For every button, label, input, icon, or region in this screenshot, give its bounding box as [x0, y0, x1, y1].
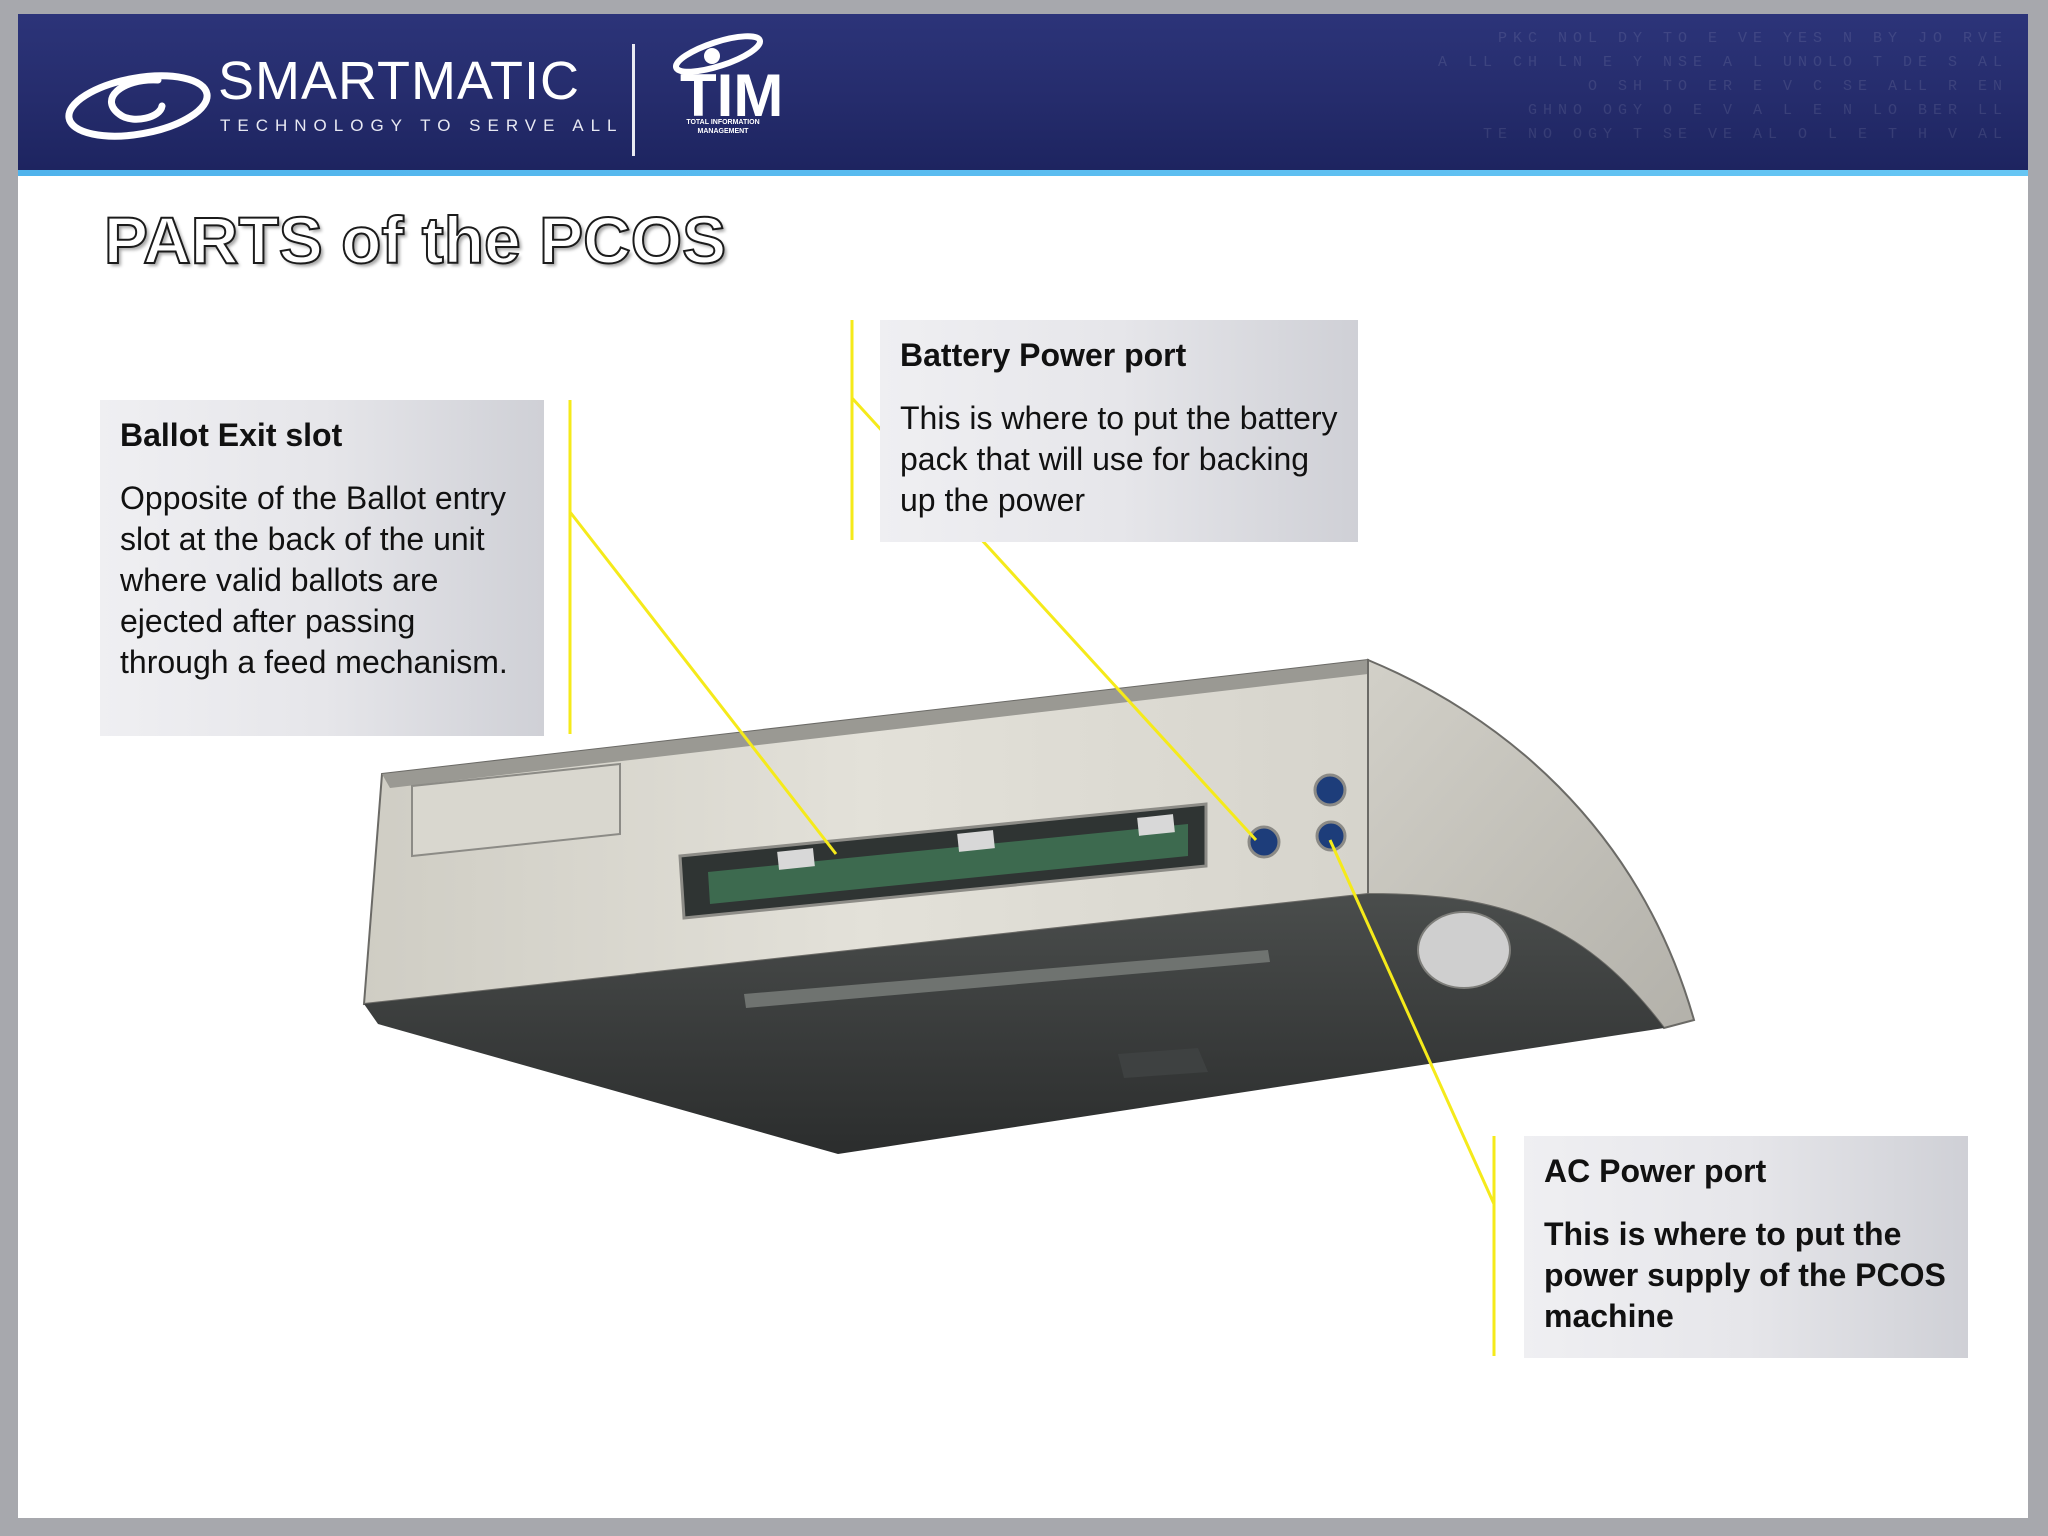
- callout-body: This is where to put the power supply of…: [1544, 1216, 1946, 1334]
- callout-ac-power-port: AC Power port This is where to put the p…: [1524, 1136, 1968, 1358]
- callout-title: Battery Power port: [900, 337, 1187, 373]
- partner-logo-text: TIM: [680, 62, 783, 128]
- callout-body: Opposite of the Ballot entry slot at the…: [120, 480, 508, 680]
- leader-lines: [568, 320, 1496, 1356]
- ac-power-port: [1315, 820, 1347, 852]
- partner-logo-subtext: TOTAL INFORMATION MANAGEMENT: [686, 119, 760, 135]
- brand-name: SMARTMATIC: [218, 51, 581, 111]
- callout-battery-power-port: Battery Power port This is where to put …: [880, 320, 1358, 542]
- battery-power-port: [1247, 825, 1281, 859]
- callout-title: Ballot Exit slot: [120, 417, 343, 453]
- pcos-machine-illustration: [362, 658, 1696, 1154]
- bottom-panel: [364, 894, 1664, 1154]
- slide: PKC NOL DY TO E VE YES N BY JO RVE A LL …: [18, 14, 2028, 1518]
- tim-logo-icon: TIM: [672, 33, 783, 128]
- header-banner: PKC NOL DY TO E VE YES N BY JO RVE A LL …: [18, 14, 2028, 170]
- smartmatic-logo-icon: [65, 72, 211, 140]
- callout-title: AC Power port: [1544, 1153, 1767, 1189]
- logo-divider: [632, 44, 635, 156]
- side-panel: [1367, 658, 1696, 1030]
- callout-body: This is where to put the battery pack th…: [900, 400, 1338, 518]
- banner-accent-line: [18, 170, 2028, 176]
- brand-tagline: TECHNOLOGY TO SERVE ALL: [220, 116, 624, 135]
- page-title: PARTS of the PCOS: [103, 202, 727, 278]
- callout-ballot-exit-slot: Ballot Exit slot Opposite of the Ballot …: [100, 400, 544, 736]
